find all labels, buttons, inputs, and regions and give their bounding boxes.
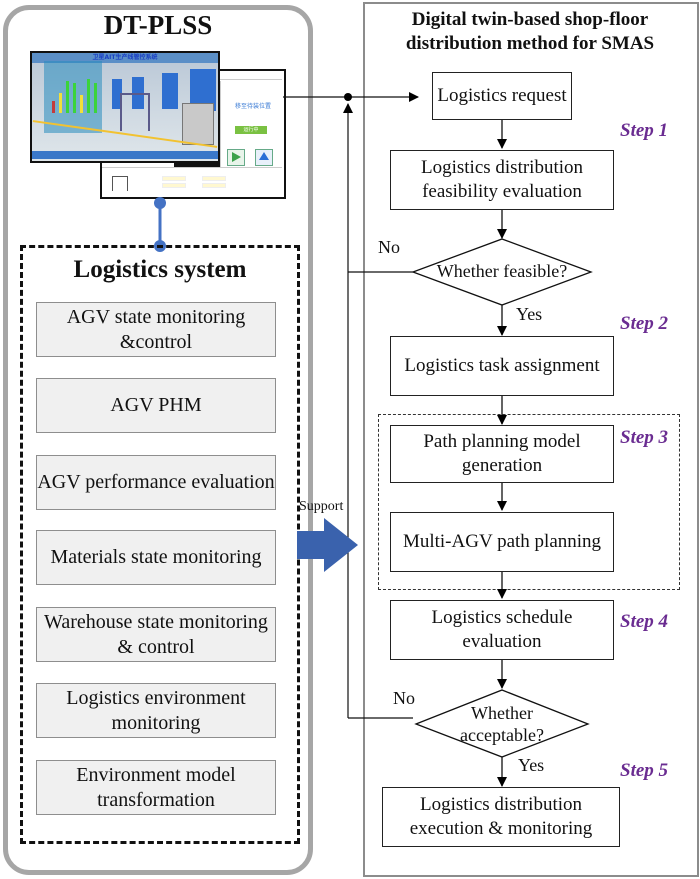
- system-item-model-transformation: Environment model transformation: [36, 760, 276, 815]
- front-screen-header: [32, 53, 218, 63]
- value-field: [162, 176, 186, 181]
- chart-bar: [73, 83, 76, 113]
- gantry-model: [120, 93, 150, 131]
- method-title-line1: Digital twin-based shop-floor: [411, 9, 649, 30]
- label-yes-acceptable: Yes: [518, 755, 545, 775]
- box-schedule-evaluation: Logistics schedule evaluation: [390, 600, 614, 660]
- wall-panel: [162, 73, 178, 109]
- system-item-agv-performance: AGV performance evaluation: [36, 455, 276, 510]
- back-screen-table: [102, 167, 282, 196]
- method-panel: [363, 2, 699, 877]
- system-item-warehouse-monitoring: Warehouse state monitoring & control: [36, 607, 276, 662]
- dt-plss-title: DT-PLSS: [103, 10, 213, 40]
- chart-bar: [52, 101, 55, 113]
- step-1-label: Step 1: [620, 120, 669, 141]
- decision-feasible-label: Whether feasible?: [436, 261, 568, 281]
- machine-model: [182, 103, 214, 145]
- arrow-up-icon: [259, 152, 269, 160]
- chart-bar: [80, 95, 83, 113]
- step-3-label: Step 3: [620, 427, 669, 448]
- front-screen-title: 卫星AIT生产线管控系统: [92, 54, 158, 61]
- system-item-environment-monitoring: Logistics environment monitoring: [36, 683, 276, 738]
- system-item-agv-state-monitoring: AGV state monitoring &control: [36, 302, 276, 357]
- wall-panel: [112, 79, 122, 109]
- junction-dot: [344, 93, 352, 101]
- chart-bar: [87, 79, 90, 113]
- step3-group: [378, 414, 680, 590]
- chart-bar: [94, 83, 97, 113]
- back-screen-side-panel: 移至待装位置 运行中: [220, 81, 283, 167]
- chart-bar: [66, 81, 69, 113]
- system-item-materials-monitoring: Materials state monitoring: [36, 530, 276, 585]
- step-5-label: Step 5: [620, 760, 669, 781]
- play-icon: [232, 152, 241, 162]
- label-yes-feasible: Yes: [516, 304, 543, 324]
- box-execution-monitoring: Logistics distribution execution & monit…: [382, 787, 620, 847]
- box-feasibility-evaluation: Logistics distribution feasibility evalu…: [390, 150, 614, 210]
- method-title-line2: distribution method for SMAS: [405, 33, 655, 54]
- support-label: Support: [299, 499, 344, 514]
- value-field: [202, 176, 226, 181]
- gantry-icon: [112, 176, 128, 191]
- up-button: [255, 149, 273, 166]
- step-4-label: Step 4: [620, 611, 669, 632]
- box-model-generation: Path planning model generation: [390, 425, 614, 483]
- decision-acceptable-label: Whether acceptable?: [416, 702, 588, 746]
- label-no-feasible: No: [378, 237, 400, 257]
- front-screen-toolbar: [32, 151, 218, 159]
- box-logistics-request: Logistics request: [432, 72, 572, 120]
- value-field: [202, 183, 226, 188]
- side-panel-label: 移至待装位置: [234, 103, 271, 110]
- dt-plss-interface-front-screen: 卫星AIT生产线管控系统: [30, 51, 220, 163]
- box-task-assignment: Logistics task assignment: [390, 336, 614, 396]
- method-title: Digital twin-based shop-floor distributi…: [365, 8, 695, 56]
- decision-acceptable-line1: Whether: [471, 703, 533, 723]
- system-item-agv-phm: AGV PHM: [36, 378, 276, 433]
- connector-dot-top: [154, 197, 166, 209]
- front-screen-chart-panel: [44, 61, 102, 133]
- box-multi-agv-path-planning: Multi-AGV path planning: [390, 512, 614, 572]
- status-running-button: 运行中: [235, 126, 267, 134]
- play-button: [227, 149, 245, 166]
- decision-acceptable-line2: acceptable?: [460, 725, 544, 745]
- logistics-system-title: Logistics system: [73, 256, 247, 283]
- step-2-label: Step 2: [620, 313, 669, 334]
- dt-plss-panel: [3, 5, 313, 875]
- chart-bar: [59, 93, 62, 113]
- support-arrow: [297, 518, 358, 572]
- value-field: [162, 183, 186, 188]
- label-no-acceptable: No: [393, 688, 415, 708]
